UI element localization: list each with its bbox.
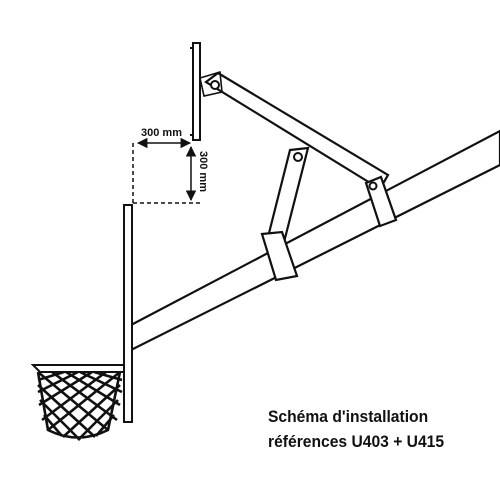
basket-net (36, 370, 123, 441)
diagram-caption: Schéma d'installation références U403 + … (268, 404, 444, 454)
dimension-guides (132, 143, 200, 204)
boom-clamp-upper (364, 175, 398, 228)
caption-line-2: références U403 + U415 (268, 432, 445, 451)
hoop-rim (30, 364, 125, 373)
backboard-post (123, 204, 133, 423)
boom-clamp-lower (260, 230, 299, 282)
wall-plate (190, 42, 201, 141)
caption-line-1: Schéma d'installation (268, 407, 429, 426)
vertical-dimension-label: 300 mm (197, 151, 209, 192)
horizontal-dimension-label: 300 mm (141, 127, 182, 139)
main-boom (129, 129, 500, 352)
top-strut (199, 70, 390, 191)
